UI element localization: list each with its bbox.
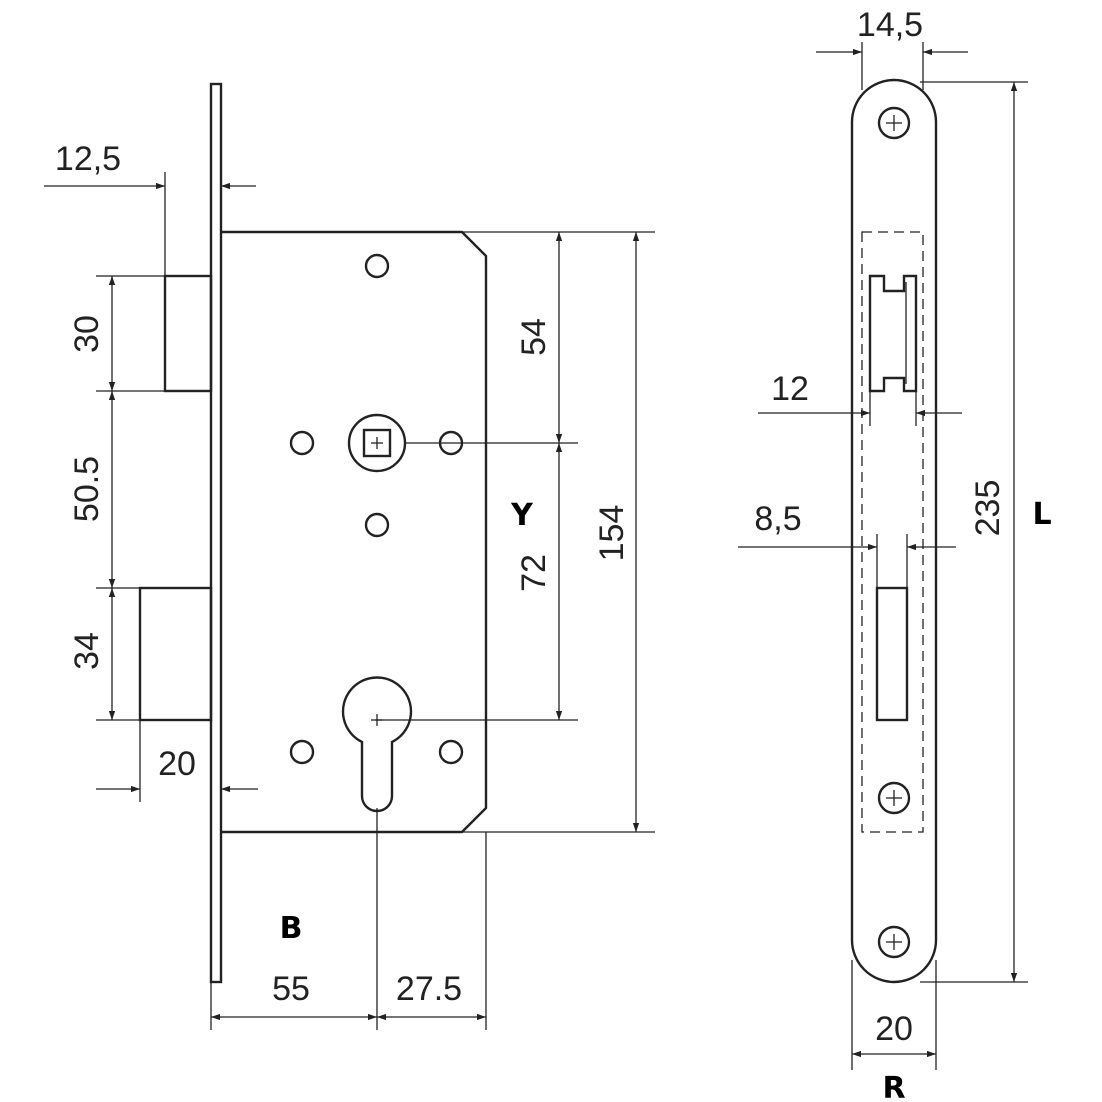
- screw-hole-bottom-left: [289, 739, 315, 765]
- dim-faceplate-thickness: 12,5: [55, 140, 121, 178]
- screw-hole-bottom-right: [438, 739, 464, 765]
- dim-faceplate-length: 235: [969, 480, 1007, 537]
- dim-centre-distance: 72: [515, 554, 553, 592]
- dim-backset: 55: [272, 970, 310, 1008]
- dim-case-height: 154: [593, 505, 631, 562]
- dim-follower-offset: 54: [515, 318, 553, 356]
- dim-latch-width: 12: [771, 370, 809, 408]
- screw-hole-middle: [364, 512, 390, 538]
- faceplate-front: [209, 82, 223, 984]
- dim-faceplate-width-top: 14,5: [857, 6, 923, 44]
- dim-bolt-throw: 20: [158, 745, 196, 783]
- dim-latch-height: 30: [68, 315, 106, 353]
- dim-cylinder-to-back: 27.5: [396, 970, 462, 1008]
- label-b: B: [280, 911, 303, 946]
- latch-bolt: [163, 274, 213, 393]
- screw-hole-left: [289, 430, 315, 456]
- dim-bolt-height: 34: [68, 632, 106, 670]
- dead-bolt: [138, 586, 213, 722]
- screw-middle: [877, 781, 911, 815]
- label-y: Y: [510, 498, 534, 533]
- front-view: 12,5 30 50.5 34 20 54 72 154 55 27.5 Y B: [44, 82, 655, 1030]
- label-r: R: [882, 1071, 905, 1102]
- cylinder-cutout: [341, 676, 413, 813]
- side-view: 14,5 12 8,5 235 20 L R: [738, 6, 1052, 1102]
- case-outline-dashed: [861, 231, 924, 833]
- dim-faceplate-width-bottom: 20: [875, 1010, 913, 1048]
- screw-top: [877, 106, 911, 140]
- follower-square: [362, 428, 392, 458]
- screw-bottom: [877, 925, 911, 959]
- screw-hole-top: [364, 253, 390, 279]
- faceplate-side: [850, 78, 938, 984]
- latch-profile: [868, 274, 918, 393]
- bolt-slot: [875, 586, 909, 722]
- label-l: L: [1032, 497, 1051, 532]
- dim-bolt-width: 8,5: [754, 500, 801, 538]
- dim-latch-to-bolt: 50.5: [68, 456, 106, 522]
